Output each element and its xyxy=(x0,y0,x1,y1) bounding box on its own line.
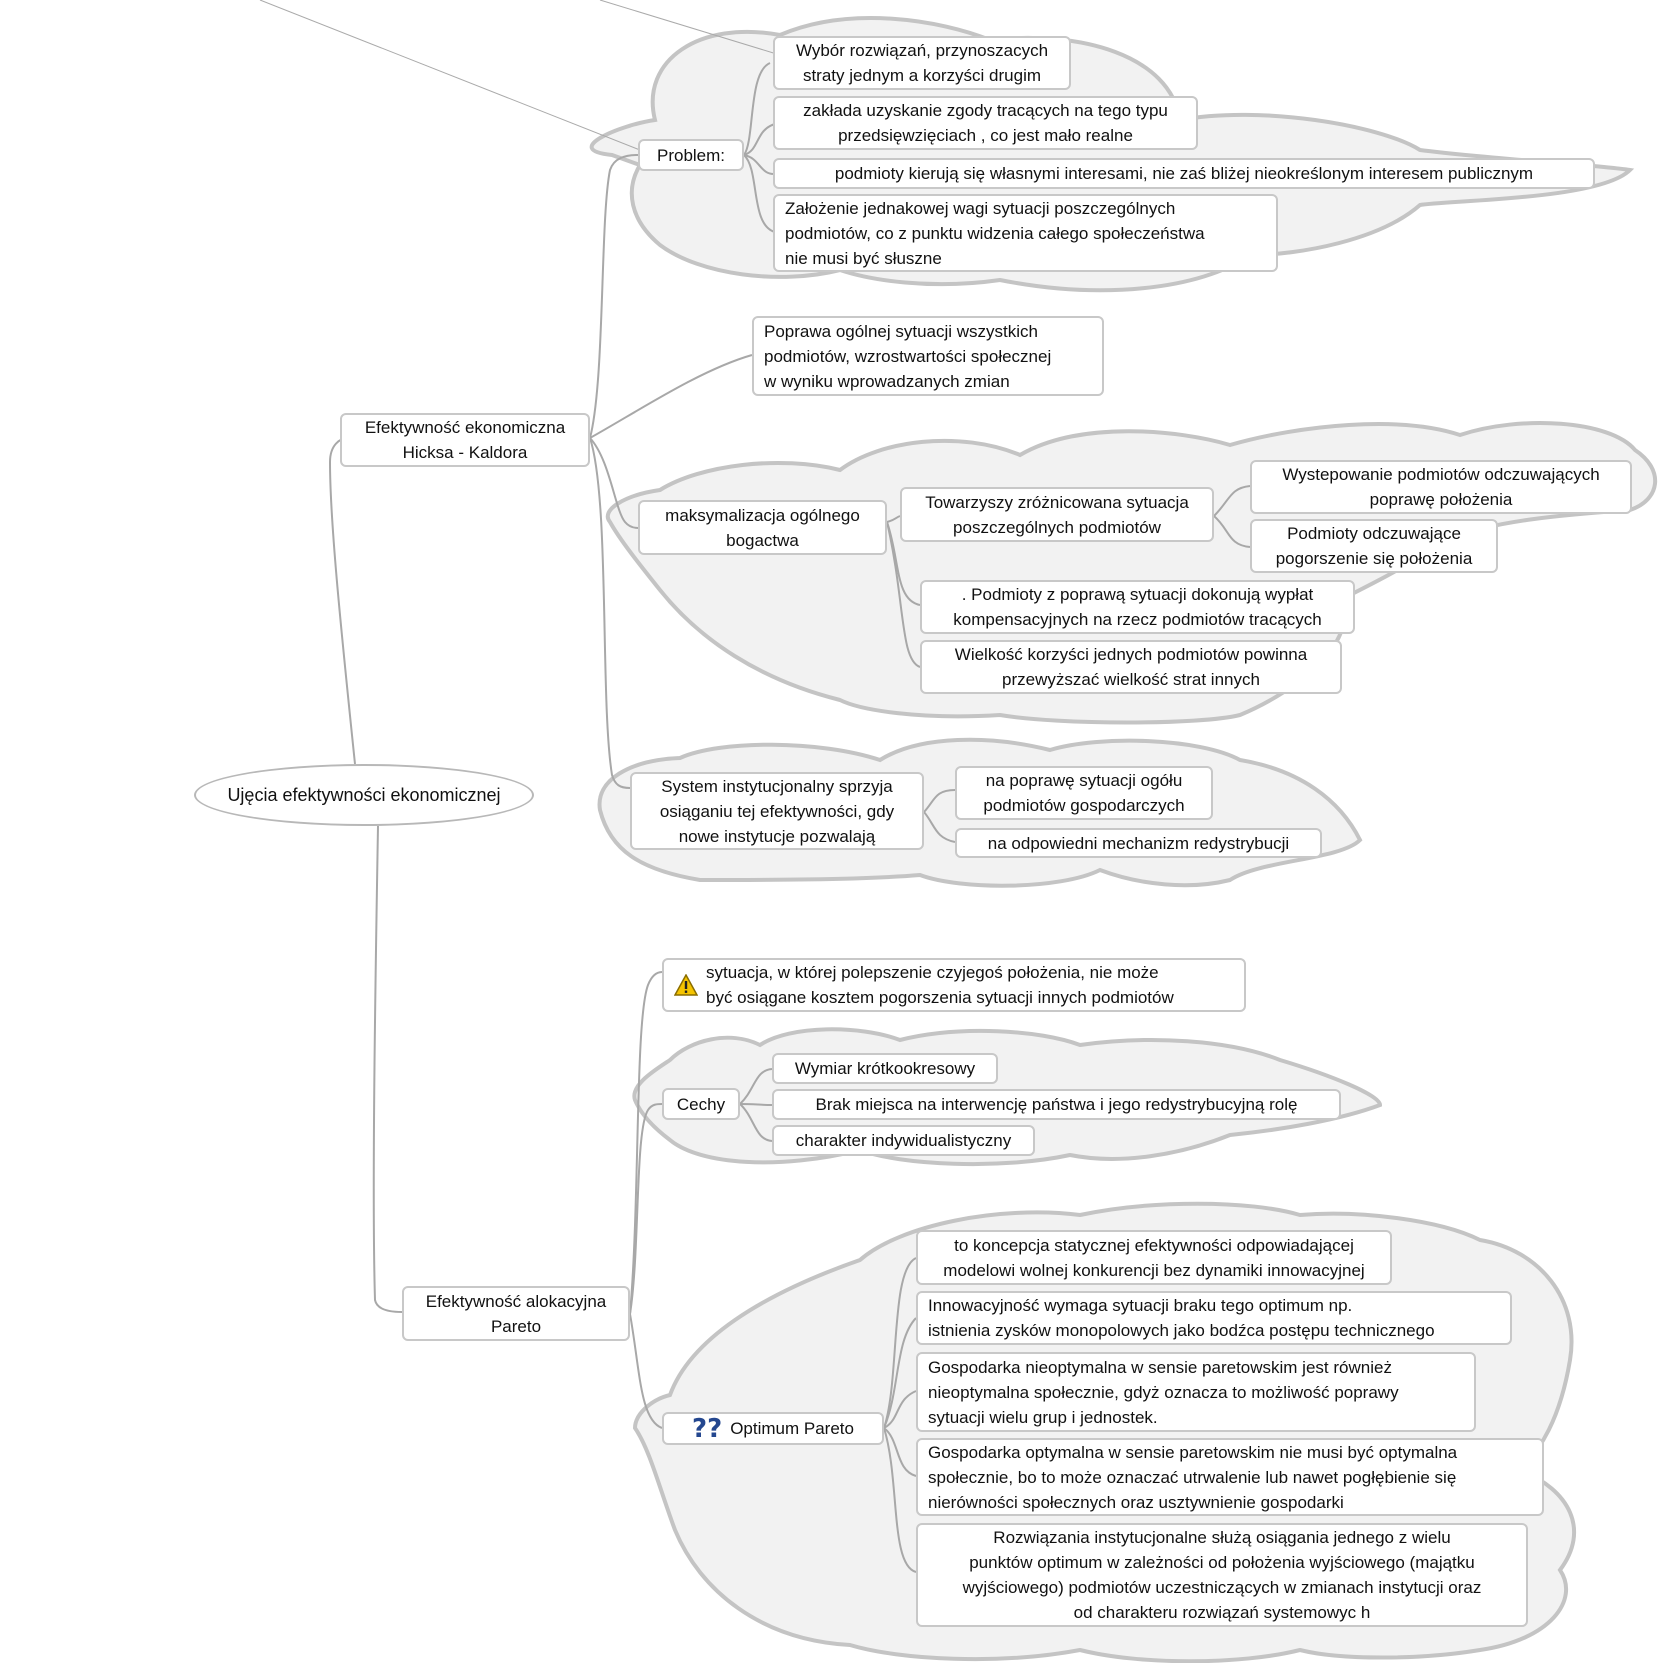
link-pareto-def xyxy=(629,971,663,1315)
link-maks-tow xyxy=(886,515,901,523)
link-maks-wielk xyxy=(886,521,921,668)
maks-node[interactable]: maksymalizacja ogólnego bogactwa xyxy=(638,500,887,555)
wielkosc-node[interactable]: Wielkość korzyści jednych podmiotów powi… xyxy=(920,640,1342,694)
link-pareto-cechy xyxy=(629,1103,663,1315)
problem-item-1[interactable]: Wybór rozwiązań, przynoszacych straty je… xyxy=(773,36,1071,90)
warning-icon xyxy=(674,974,698,996)
link-hk-problem xyxy=(589,154,639,439)
system-ogol-node[interactable]: na poprawę sytuacji ogółu podmiotów gosp… xyxy=(955,766,1213,820)
link-root-pareto xyxy=(372,825,403,1313)
link-system-ogol xyxy=(923,789,956,813)
question-marks-icon: ?? xyxy=(692,1413,723,1444)
optimum-item-1[interactable]: to koncepcja statycznej efektywności odp… xyxy=(916,1230,1392,1285)
link-problem-4 xyxy=(743,154,776,233)
link-hk-system xyxy=(589,437,631,789)
cechy-node[interactable]: Cechy xyxy=(662,1088,740,1120)
system-node[interactable]: System instytucjonalny sprzyja osiąganiu… xyxy=(630,772,924,850)
link-opt-3 xyxy=(883,1390,917,1429)
link-cechy-2 xyxy=(739,1103,773,1106)
pareto-definition-text: sytuacja, w której polepszenie czyjegoś … xyxy=(706,963,1174,1007)
link-opt-5 xyxy=(883,1427,917,1573)
link-problem-3 xyxy=(743,154,776,176)
link-system-redystr xyxy=(923,811,956,843)
cechy-item-3[interactable]: charakter indywidualistyczny xyxy=(772,1125,1035,1156)
hk-node[interactable]: Efektywność ekonomiczna Hicksa - Kaldora xyxy=(340,413,590,467)
root-node[interactable]: Ujęcia efektywności ekonomicznej xyxy=(194,764,534,826)
link-problem-1 xyxy=(743,62,771,156)
problem-item-4[interactable]: Założenie jednakowej wagi sytuacji poszc… xyxy=(773,194,1278,272)
optimum-label: Optimum Pareto xyxy=(730,1419,854,1438)
link-opt-1 xyxy=(883,1257,917,1429)
link-tow-pog xyxy=(1213,515,1251,548)
faint-line xyxy=(259,0,641,151)
link-hk-poprawa xyxy=(589,354,753,439)
poprawa-node[interactable]: Poprawa ogólnej sytuacji wszystkich podm… xyxy=(752,316,1104,396)
system-redystr-node[interactable]: na odpowiedni mechanizm redystrybucji xyxy=(955,828,1322,858)
link-hk-maks xyxy=(589,437,639,529)
link-problem-2 xyxy=(743,123,776,156)
optimum-item-2[interactable]: Innowacyjność wymaga sytuacji braku tego… xyxy=(916,1291,1512,1345)
link-pareto-optimum xyxy=(629,1313,663,1429)
link-cechy-3 xyxy=(739,1103,773,1142)
pogorszenie-node[interactable]: Podmioty odczuwające pogorszenie się poł… xyxy=(1250,519,1498,573)
link-opt-4 xyxy=(883,1427,917,1477)
pareto-definition-node[interactable]: sytuacja, w której polepszenie czyjegoś … xyxy=(662,958,1246,1012)
cechy-item-2[interactable]: Brak miejsca na interwencję państwa i je… xyxy=(772,1089,1341,1120)
link-tow-wyst xyxy=(1213,485,1251,517)
problem-node[interactable]: Problem: xyxy=(638,139,744,171)
pareto-node[interactable]: Efektywność alokacyjna Pareto xyxy=(402,1286,630,1341)
problem-item-2[interactable]: zakłada uzyskanie zgody tracących na teg… xyxy=(773,96,1198,150)
cechy-item-1[interactable]: Wymiar krótkookresowy xyxy=(772,1053,998,1084)
towarzyszy-node[interactable]: Towarzyszy zróżnicowana sytuacja poszcze… xyxy=(900,487,1214,542)
problem-item-3[interactable]: podmioty kierują się własnymi interesami… xyxy=(773,158,1595,189)
link-opt-2 xyxy=(883,1317,917,1429)
optimum-node[interactable]: ?? Optimum Pareto xyxy=(662,1412,884,1445)
link-cechy-1 xyxy=(739,1068,773,1105)
optimum-item-5[interactable]: Rozwiązania instytucjonalne służą osiąga… xyxy=(916,1523,1528,1627)
link-root-hk xyxy=(328,437,356,765)
optimum-item-4[interactable]: Gospodarka optymalna w sensie paretowski… xyxy=(916,1438,1544,1516)
faint-line xyxy=(599,0,781,56)
wystepowanie-node[interactable]: Wystepowanie podmiotów odczuwających pop… xyxy=(1250,460,1632,514)
optimum-item-3[interactable]: Gospodarka nieoptymalna w sensie paretow… xyxy=(916,1352,1476,1432)
kompensacja-node[interactable]: . Podmioty z poprawą sytuacji dokonują w… xyxy=(920,580,1355,634)
